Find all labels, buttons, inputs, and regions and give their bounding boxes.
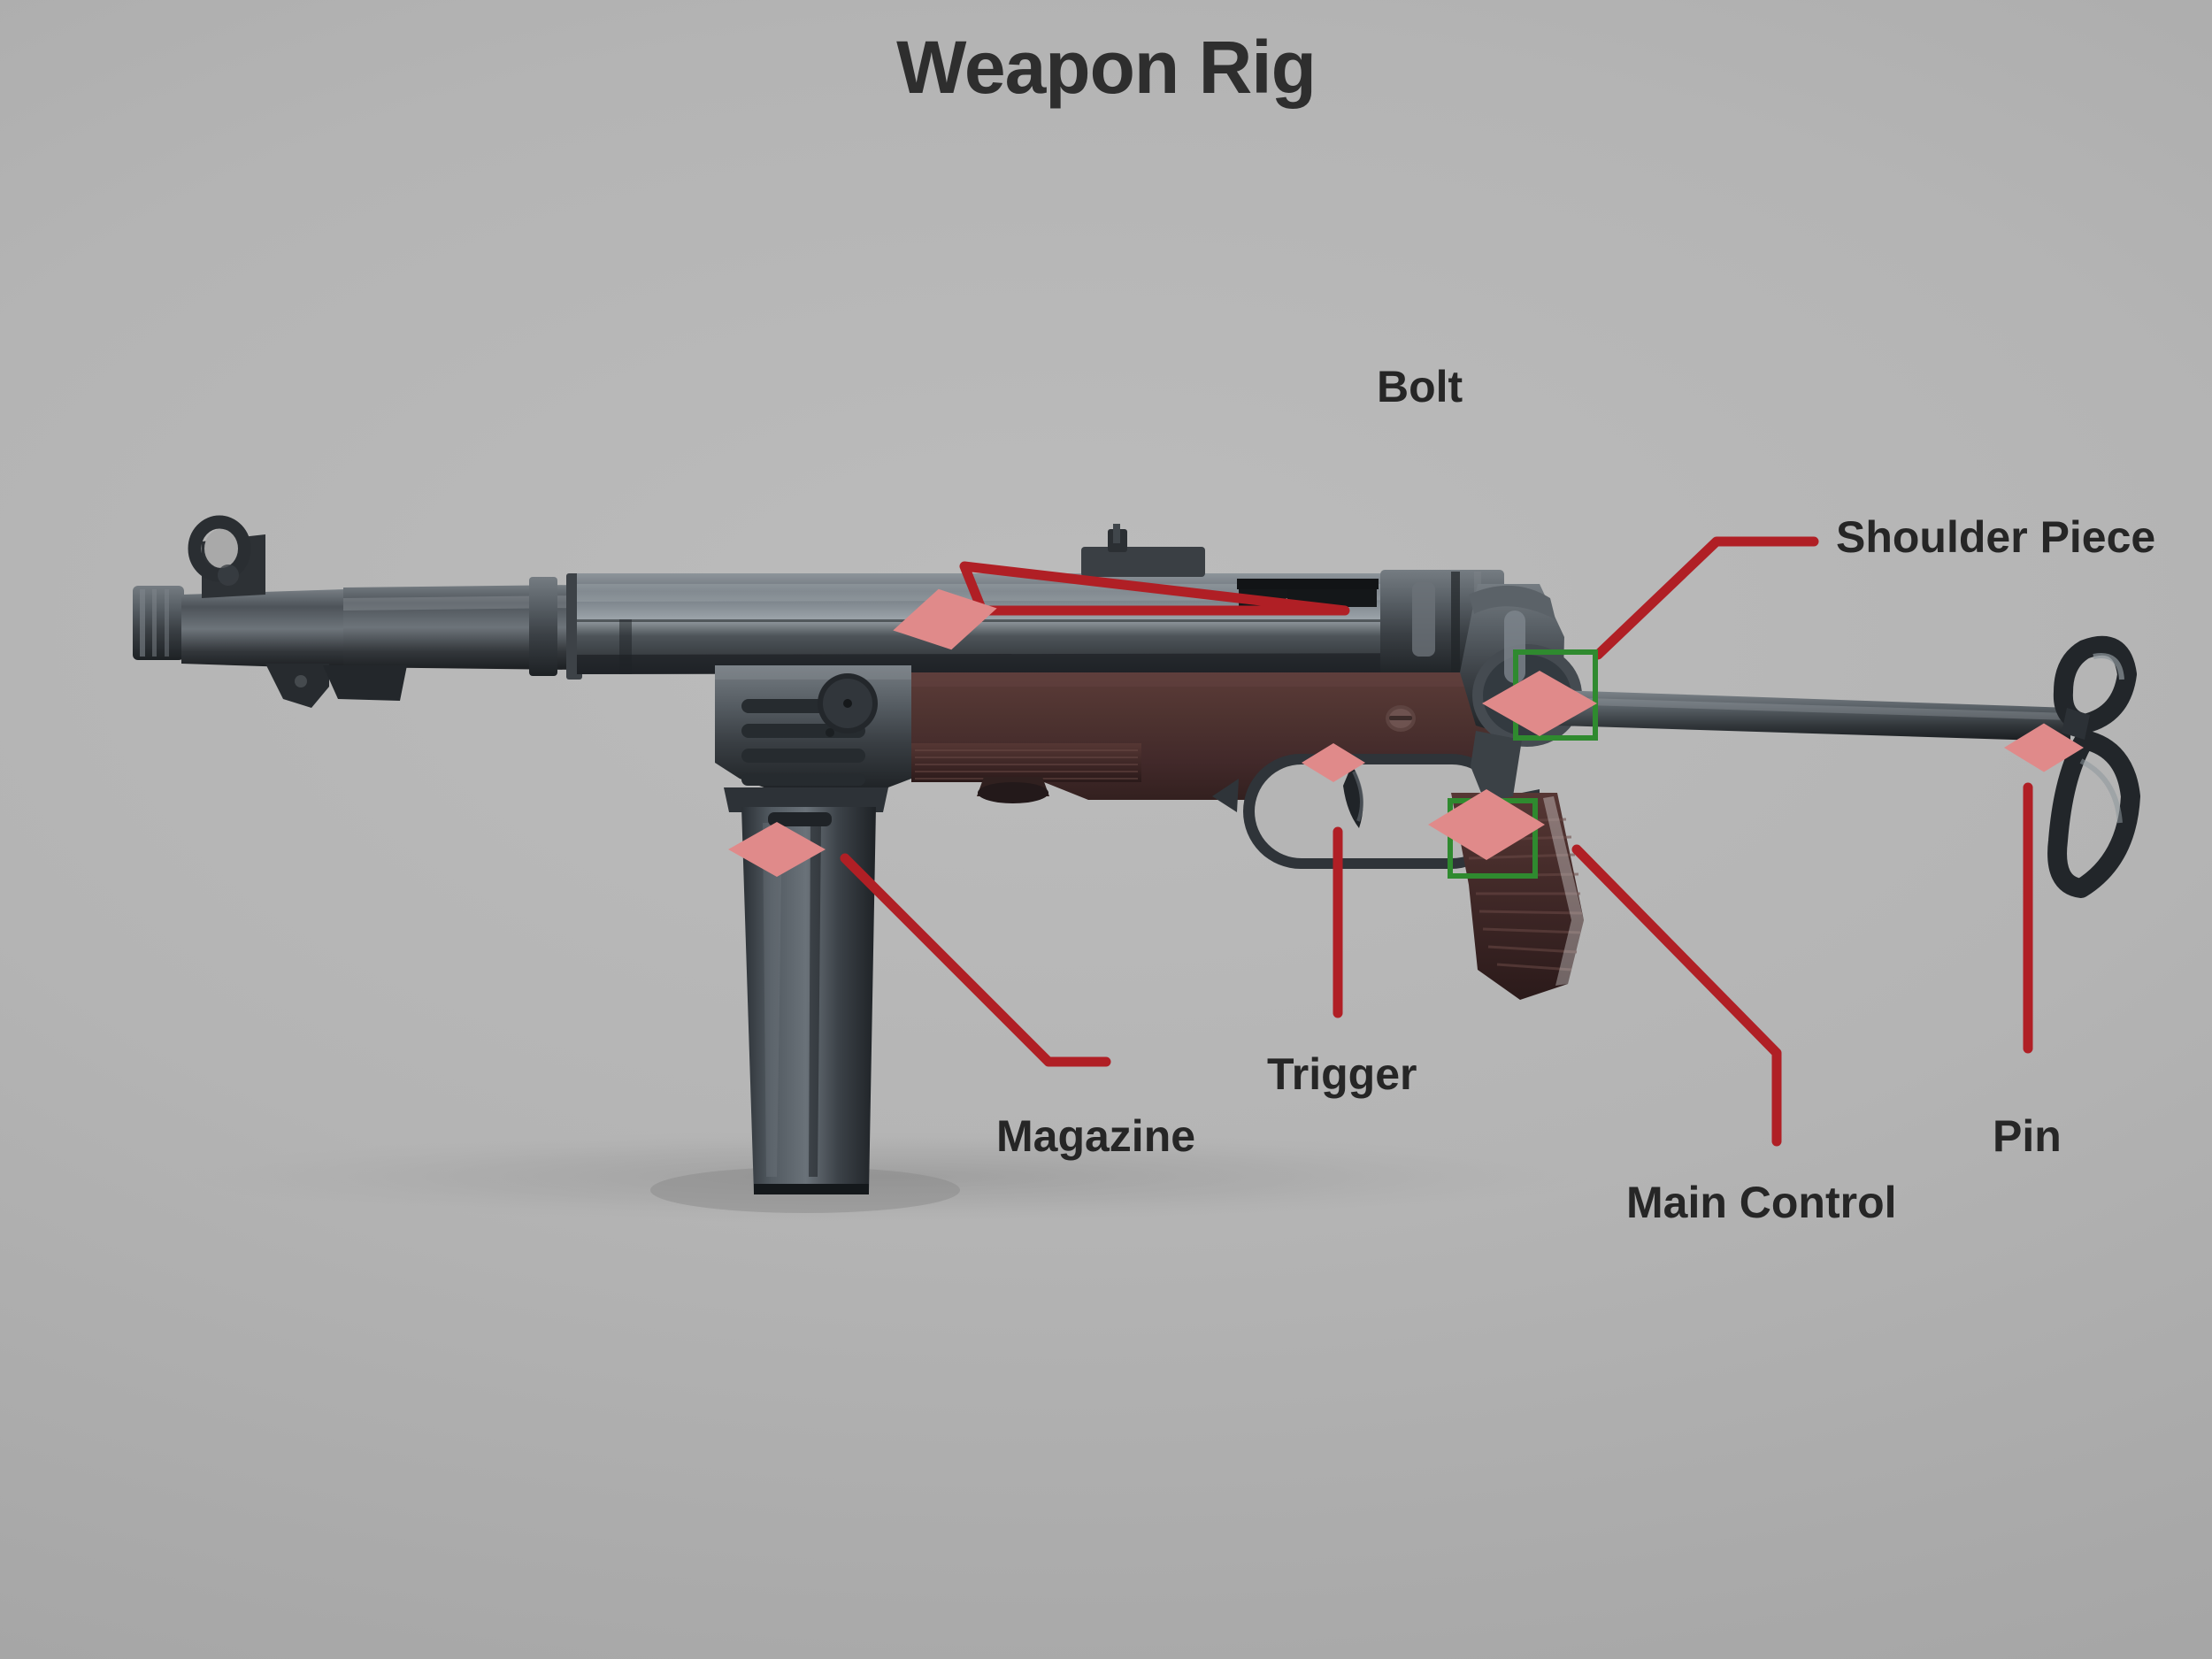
- label-shoulder-piece: Shoulder Piece: [1836, 512, 2156, 562]
- label-main-control: Main Control: [1626, 1178, 1897, 1227]
- annotation-trigger: [1302, 743, 1365, 1018]
- leader-line-magazine: [840, 853, 1111, 1067]
- label-pin: Pin: [1993, 1111, 2062, 1161]
- annotation-bolt: [887, 561, 1350, 660]
- magazine-group: [715, 665, 911, 1194]
- page-title: Weapon Rig: [896, 26, 1317, 109]
- barrel-group: [133, 515, 655, 708]
- annotation-main-control: [1428, 789, 1782, 1147]
- label-bolt: Bolt: [1377, 362, 1463, 411]
- annotation-shoulder-piece: [1482, 536, 1819, 741]
- leader-line-bolt: [959, 561, 1350, 616]
- annotation-pin: [2004, 723, 2084, 1054]
- annotation-magazine: [728, 822, 1111, 1067]
- marker-diamond-trigger[interactable]: [1302, 743, 1365, 782]
- label-trigger: Trigger: [1267, 1049, 1417, 1099]
- stock-arm: [1557, 690, 2070, 741]
- leader-line-shoulder-piece: [1593, 536, 1819, 660]
- marker-diamond-main-control[interactable]: [1428, 789, 1545, 860]
- leader-line-main-control: [1571, 844, 1782, 1147]
- label-magazine: Magazine: [996, 1111, 1196, 1161]
- magazine-body: [741, 807, 876, 1193]
- marker-diamond-shoulder-piece[interactable]: [1482, 671, 1597, 736]
- marker-diamond-bolt[interactable]: [887, 578, 1003, 660]
- marker-diamond-pin[interactable]: [2004, 723, 2084, 772]
- marker-diamond-magazine[interactable]: [728, 822, 826, 877]
